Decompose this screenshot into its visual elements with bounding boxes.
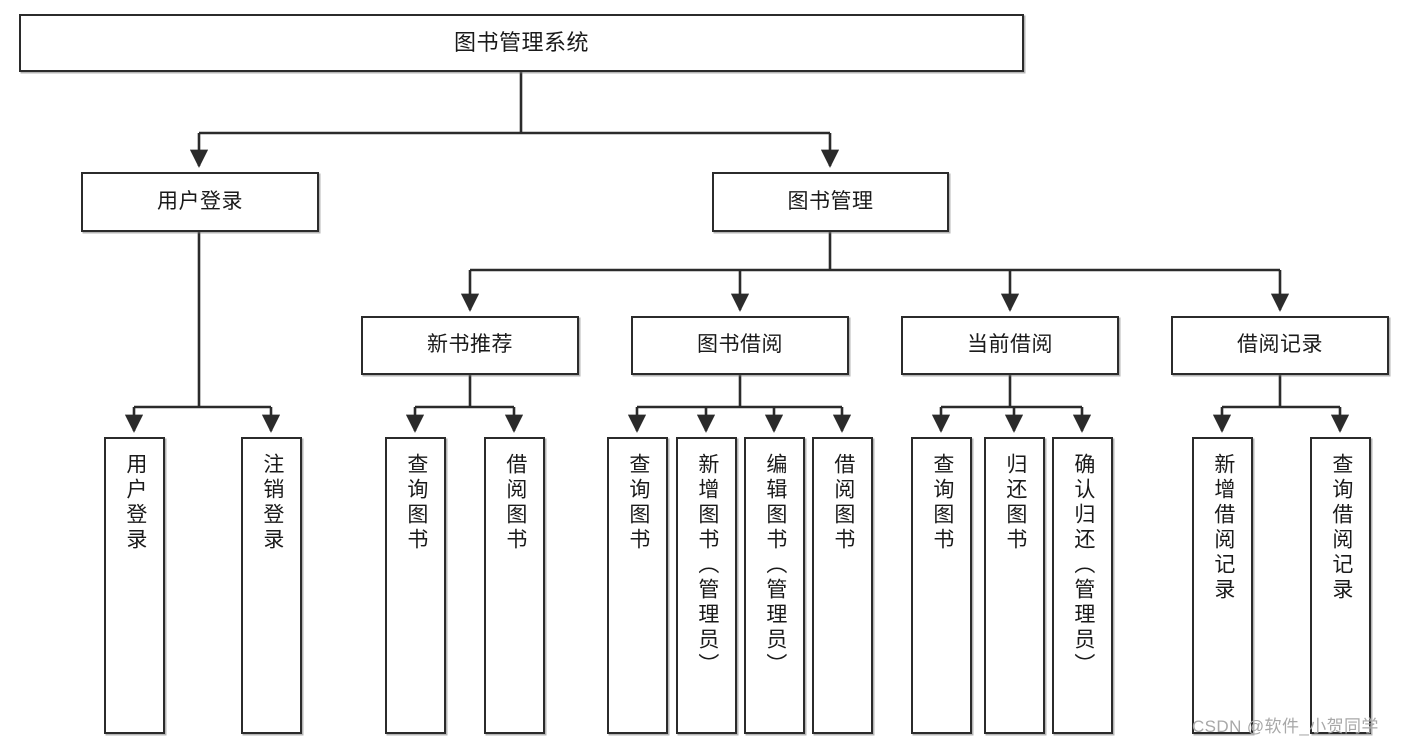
node-borrow-record[interactable]: 借阅记录 bbox=[1171, 316, 1389, 375]
node-user-login[interactable]: 用户登录 bbox=[81, 172, 319, 232]
node-book-manage[interactable]: 图书管理 bbox=[712, 172, 949, 232]
node-label: 用户登录 bbox=[157, 189, 243, 213]
node-label: 新书推荐 bbox=[427, 333, 513, 357]
node-root-system[interactable]: 图书管理系统 bbox=[19, 14, 1024, 72]
node-label: 新增图书（管理员） bbox=[695, 453, 719, 678]
node-leaf-edit-book-admin[interactable]: 编辑图书（管理员） bbox=[744, 437, 805, 734]
node-leaf-add-borrow-record[interactable]: 新增借阅记录 bbox=[1192, 437, 1253, 734]
node-label: 编辑图书（管理员） bbox=[763, 453, 787, 678]
node-leaf-query-borrow-record[interactable]: 查询借阅记录 bbox=[1310, 437, 1371, 734]
node-leaf-add-book-admin[interactable]: 新增图书（管理员） bbox=[676, 437, 737, 734]
node-leaf-query-book-3[interactable]: 查询图书 bbox=[911, 437, 972, 734]
node-current-borrow[interactable]: 当前借阅 bbox=[901, 316, 1119, 375]
node-label: 确认归还（管理员） bbox=[1071, 453, 1095, 678]
node-label: 当前借阅 bbox=[967, 333, 1053, 357]
node-leaf-borrow-book-1[interactable]: 借阅图书 bbox=[484, 437, 545, 734]
node-leaf-user-login[interactable]: 用户登录 bbox=[104, 437, 165, 734]
node-label: 图书借阅 bbox=[697, 333, 783, 357]
node-label: 注销登录 bbox=[260, 453, 284, 553]
node-label: 查询图书 bbox=[626, 453, 650, 553]
node-label: 查询借阅记录 bbox=[1329, 453, 1353, 603]
node-book-borrow[interactable]: 图书借阅 bbox=[631, 316, 849, 375]
node-label: 归还图书 bbox=[1003, 453, 1027, 553]
node-label: 查询图书 bbox=[930, 453, 954, 553]
node-new-book-recommend[interactable]: 新书推荐 bbox=[361, 316, 579, 375]
node-leaf-confirm-return-admin[interactable]: 确认归还（管理员） bbox=[1052, 437, 1113, 734]
node-leaf-logout[interactable]: 注销登录 bbox=[241, 437, 302, 734]
node-label: 用户登录 bbox=[123, 453, 147, 553]
node-label: 借阅图书 bbox=[831, 453, 855, 553]
node-leaf-borrow-book-2[interactable]: 借阅图书 bbox=[812, 437, 873, 734]
node-leaf-query-book-2[interactable]: 查询图书 bbox=[607, 437, 668, 734]
node-label: 借阅记录 bbox=[1237, 333, 1323, 357]
node-leaf-return-book[interactable]: 归还图书 bbox=[984, 437, 1045, 734]
node-label: 新增借阅记录 bbox=[1211, 453, 1235, 603]
node-label: 查询图书 bbox=[404, 453, 428, 553]
node-label: 借阅图书 bbox=[503, 453, 527, 553]
csdn-watermark: CSDN @软件_小贺同学 bbox=[1192, 717, 1379, 736]
node-leaf-query-book-1[interactable]: 查询图书 bbox=[385, 437, 446, 734]
node-label: 图书管理 bbox=[787, 189, 874, 213]
node-label: 图书管理系统 bbox=[453, 30, 589, 56]
